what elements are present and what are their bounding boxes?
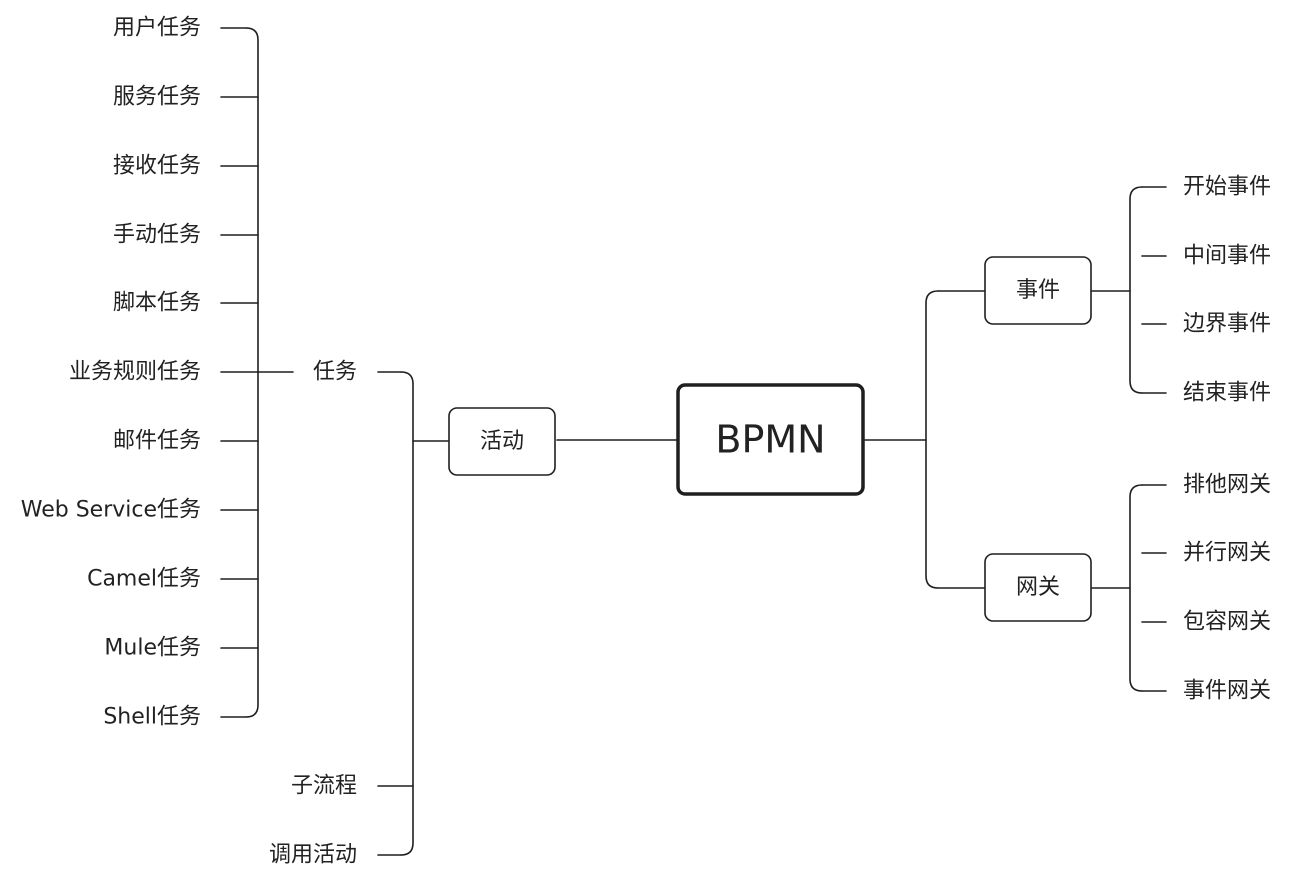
- task-leaf-receive[interactable]: 接收任务: [113, 154, 201, 179]
- gateway-leaf-inclusive[interactable]: 包容网关: [1183, 610, 1271, 635]
- event-node[interactable]: 事件: [984, 256, 1092, 325]
- gateway-leaf-parallel[interactable]: 并行网关: [1183, 541, 1271, 566]
- event-leaf-start[interactable]: 开始事件: [1183, 175, 1271, 200]
- task-leaf-mule[interactable]: Mule任务: [104, 636, 201, 661]
- activity-node[interactable]: 活动: [448, 407, 556, 476]
- gateway-leaf-exclusive[interactable]: 排他网关: [1183, 473, 1271, 498]
- event-leaf-boundary[interactable]: 边界事件: [1183, 312, 1271, 337]
- task-node-label[interactable]: 任务: [313, 360, 357, 385]
- task-leaf-service[interactable]: 服务任务: [113, 85, 201, 110]
- task-leaf-user[interactable]: 用户任务: [113, 16, 201, 41]
- connector-activity-spine: [400, 371, 414, 856]
- event-leaf-intermediate[interactable]: 中间事件: [1183, 244, 1271, 269]
- task-leaf-manual[interactable]: 手动任务: [113, 223, 201, 248]
- gateway-node-box: [984, 553, 1092, 622]
- gateway-leaves: 排他网关 并行网关 包容网关 事件网关: [1183, 473, 1271, 704]
- event-node-label: 事件: [1016, 278, 1060, 303]
- connector-right-trunk: [925, 290, 939, 589]
- task-leaves: 用户任务 服务任务 接收任务 手动任务 脚本任务 业务规则任务 邮件任务 Web…: [21, 16, 201, 730]
- task-leaf-shell[interactable]: Shell任务: [103, 705, 201, 730]
- task-leaf-web-service[interactable]: Web Service任务: [21, 498, 201, 523]
- task-leaf-business-rule[interactable]: 业务规则任务: [69, 360, 201, 385]
- activity-node-label: 活动: [480, 429, 524, 454]
- task-leaf-script[interactable]: 脚本任务: [113, 291, 201, 316]
- event-leaf-end[interactable]: 结束事件: [1183, 381, 1271, 406]
- activity-node-box: [448, 407, 556, 476]
- root-node-box: [676, 383, 865, 496]
- call-activity-node-label[interactable]: 调用活动: [269, 843, 357, 868]
- gateway-leaf-event[interactable]: 事件网关: [1183, 679, 1271, 704]
- gateway-node[interactable]: 网关: [984, 553, 1092, 622]
- connector-gateway-spine: [1129, 484, 1143, 692]
- task-leaf-camel[interactable]: Camel任务: [87, 567, 201, 592]
- connectors: [220, 27, 1167, 856]
- root-node[interactable]: BPMN: [676, 383, 865, 496]
- connector-event-spine: [1129, 186, 1143, 394]
- event-leaves: 开始事件 中间事件 边界事件 结束事件: [1183, 175, 1271, 406]
- event-node-box: [984, 256, 1092, 325]
- task-leaf-mail[interactable]: 邮件任务: [113, 429, 201, 454]
- gateway-node-label: 网关: [1016, 575, 1060, 600]
- root-node-label: BPMN: [715, 418, 825, 462]
- subprocess-node-label[interactable]: 子流程: [291, 774, 357, 799]
